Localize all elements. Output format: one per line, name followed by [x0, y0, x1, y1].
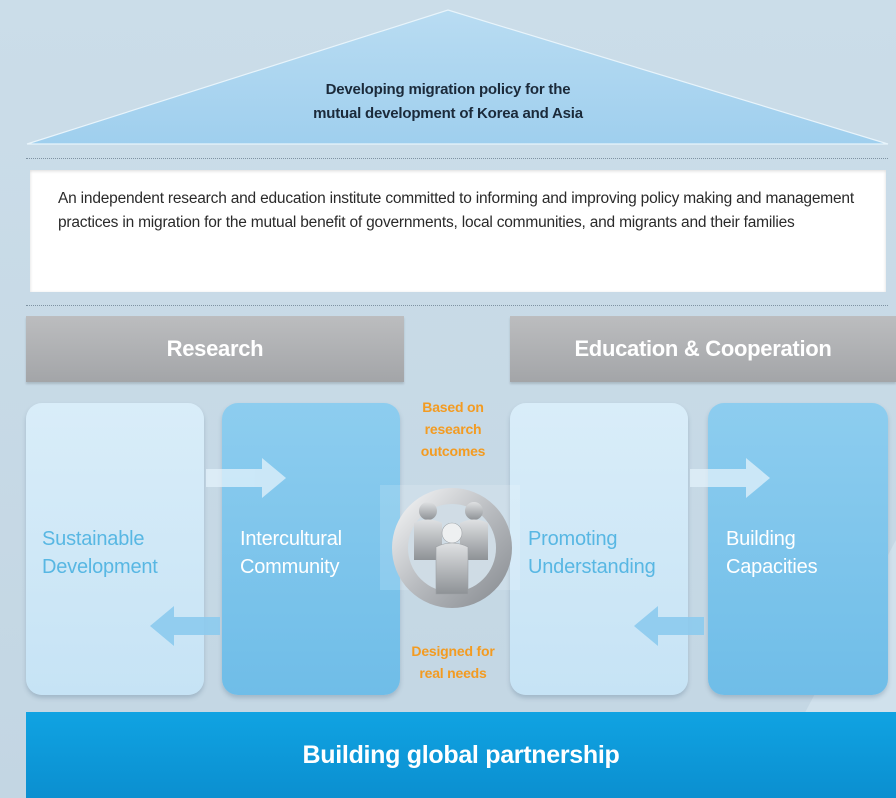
footer-banner: Building global partnership — [26, 712, 896, 798]
roof-title: Developing migration policy for the mutu… — [220, 78, 676, 126]
based-on-line-2: research — [424, 421, 482, 437]
based-on-line-3: outcomes — [420, 443, 486, 459]
designed-for-line-2: real needs — [419, 665, 487, 681]
roof-shape — [26, 9, 889, 145]
sustainable-development-label: Sustainable Development — [42, 525, 158, 581]
promoting-line-1: Promoting — [528, 528, 618, 550]
arrow-right-research — [206, 458, 286, 498]
building-capacities-label: Building Capacities — [726, 525, 818, 581]
mission-panel: An independent research and education in… — [30, 170, 886, 292]
arrow-right-education — [690, 458, 770, 498]
promoting-understanding-box: Promoting Understanding — [510, 403, 688, 695]
building-capacities-box: Building Capacities — [708, 403, 888, 695]
divider-middle — [26, 305, 888, 306]
intercultural-line-1: Intercultural — [240, 528, 342, 550]
sustainable-development-box: Sustainable Development — [26, 403, 204, 695]
promoting-line-2: Understanding — [528, 556, 656, 578]
roof-title-line-2: mutual development of Korea and Asia — [313, 105, 583, 122]
designed-for-real-needs: Designed for real needs — [393, 640, 513, 684]
promoting-understanding-label: Promoting Understanding — [528, 525, 656, 581]
based-on-research-outcomes: Based on research outcomes — [393, 396, 513, 462]
roof-title-line-1: Developing migration policy for the — [325, 81, 571, 98]
building-line-2: Capacities — [726, 556, 818, 578]
research-header: Research — [26, 316, 404, 382]
building-line-1: Building — [726, 528, 796, 550]
designed-for-line-1: Designed for — [411, 643, 495, 659]
mission-text: An independent research and education in… — [58, 190, 854, 231]
arrow-left-research — [150, 606, 220, 646]
education-cooperation-header: Education & Cooperation — [510, 316, 896, 382]
sustainable-line-2: Development — [42, 556, 158, 578]
arrow-left-education — [634, 606, 704, 646]
divider-top — [26, 158, 888, 159]
sustainable-line-1: Sustainable — [42, 528, 145, 550]
intercultural-community-label: Intercultural Community — [240, 525, 342, 581]
intercultural-line-2: Community — [240, 556, 340, 578]
person-front — [435, 522, 469, 595]
based-on-line-1: Based on — [422, 399, 484, 415]
intercultural-community-box: Intercultural Community — [222, 403, 400, 695]
